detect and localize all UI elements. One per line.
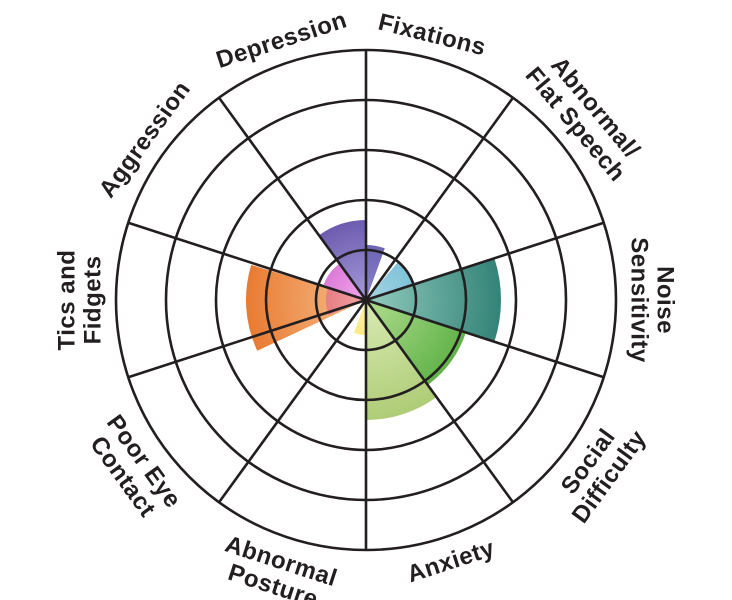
wedge-fixations	[366, 245, 385, 300]
grid-spoke	[217, 96, 368, 301]
grid-spoke	[365, 221, 605, 302]
grid-spoke	[364, 96, 515, 301]
category-label-line: Tics and	[53, 250, 80, 351]
category-label-line: Fixations	[376, 9, 489, 62]
category-label-line: Sensitivity	[626, 237, 653, 363]
grid-spoke	[365, 298, 605, 379]
wedge-layer	[245, 220, 501, 420]
category-label-line: Fidgets	[79, 256, 106, 345]
wedge-depression	[323, 263, 366, 300]
category-label-line: Noise	[652, 266, 679, 334]
wedge-anxiety	[366, 300, 437, 420]
grid-spoke	[127, 298, 367, 379]
grid-spoke	[127, 221, 367, 302]
grid-layer	[114, 48, 618, 552]
wedge-social-difficulty	[366, 300, 466, 385]
category-label-anxiety: Anxiety	[404, 535, 498, 589]
category-label-line: Anxiety	[404, 535, 498, 589]
category-label-fixations: Fixations	[376, 9, 489, 62]
wedge-anxiety-inner	[354, 300, 366, 335]
wedge-aggression	[325, 286, 366, 315]
grid-spoke	[364, 299, 515, 504]
wedge-noise-sensitivity	[366, 258, 501, 342]
wedge-depression	[318, 220, 366, 300]
wedge-abnormal-flat-speech	[366, 261, 414, 300]
grid-spoke	[217, 299, 368, 504]
